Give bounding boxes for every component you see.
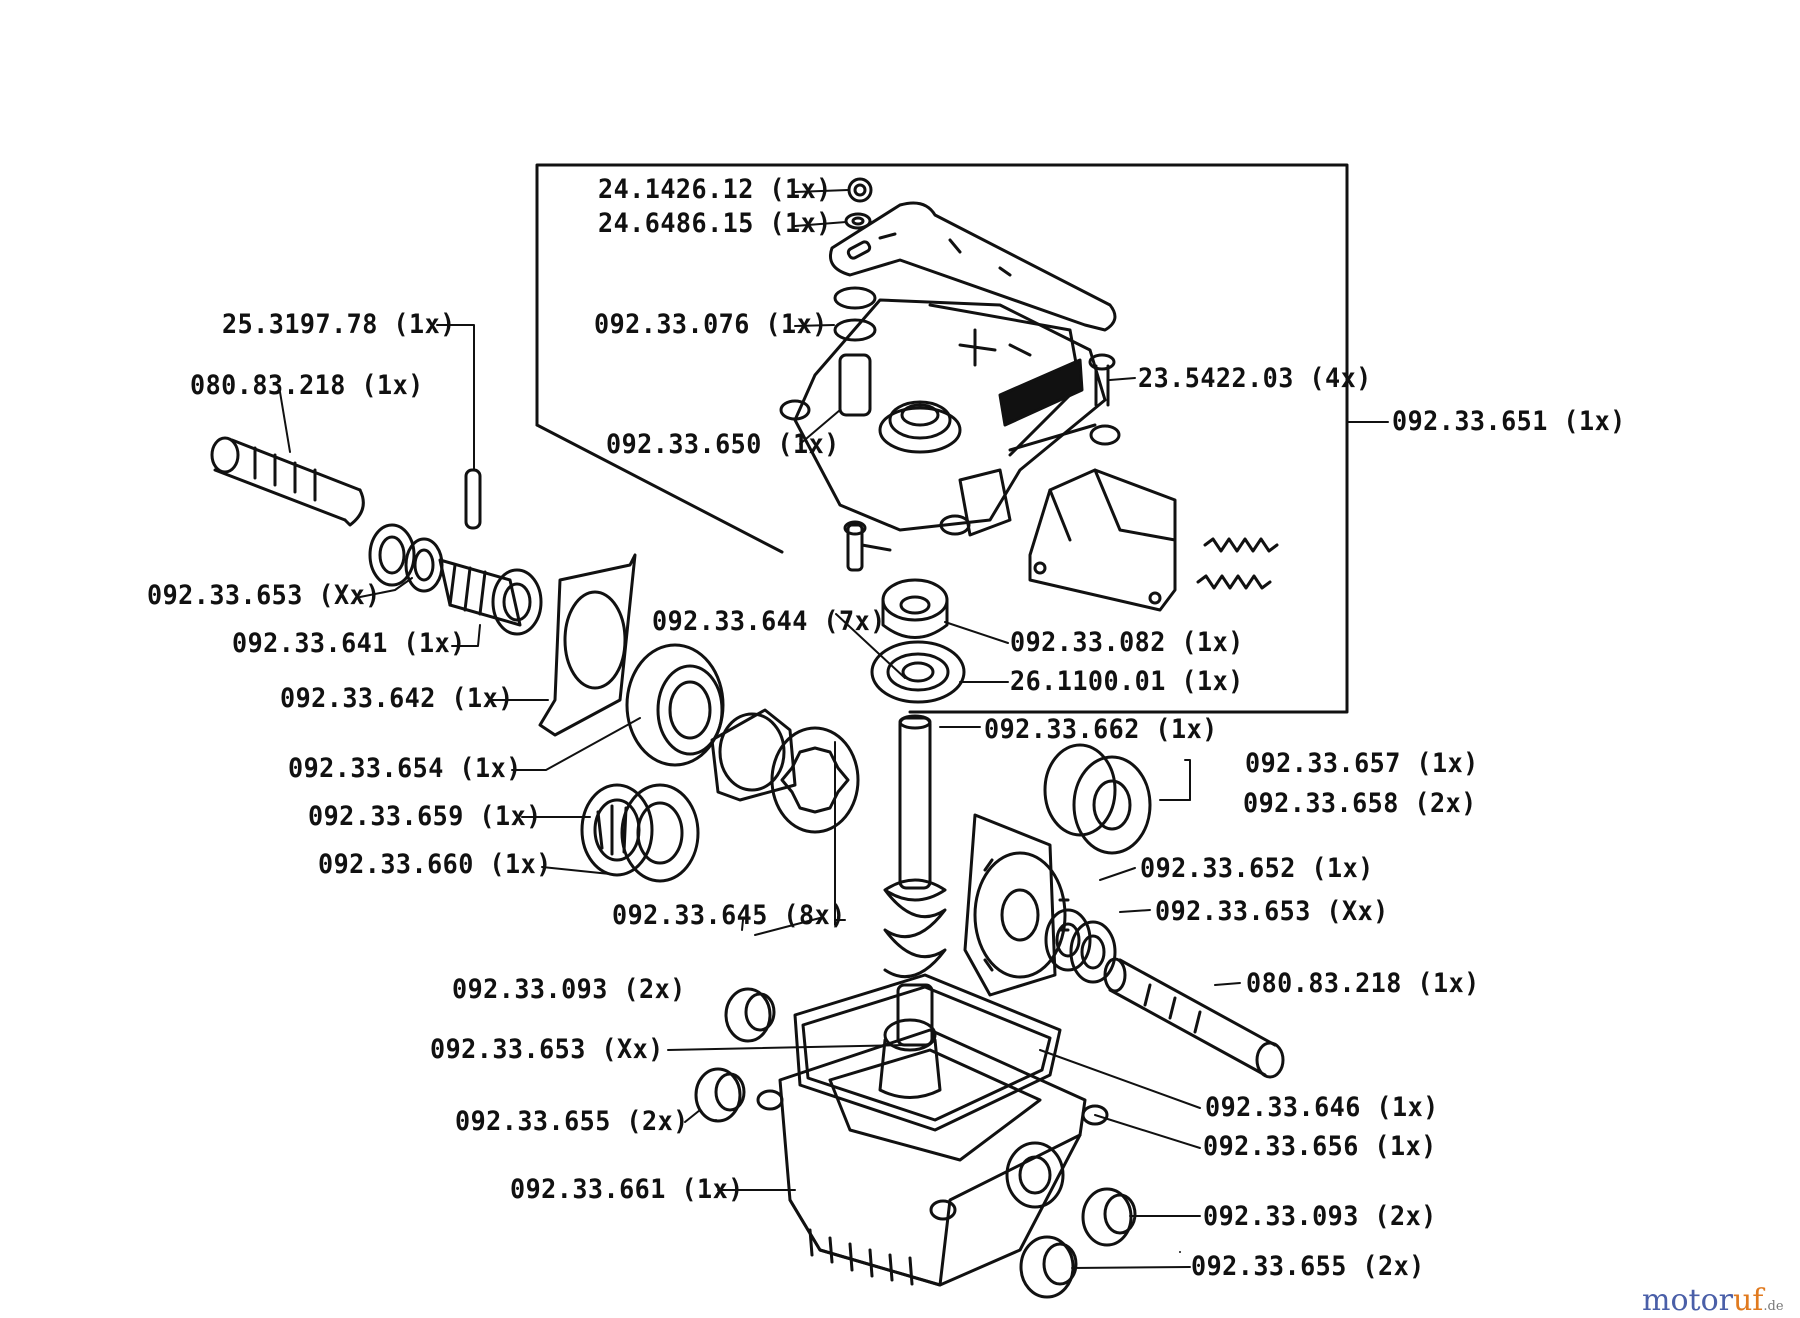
subassembly-frame bbox=[535, 163, 1389, 714]
gasket-part bbox=[538, 553, 637, 737]
thrust-washer-part bbox=[710, 708, 797, 802]
part-label: 092.33.642 (1x) bbox=[280, 683, 514, 714]
nut-part bbox=[847, 177, 873, 203]
shim-rings-right-part bbox=[1044, 908, 1117, 984]
part-label: 092.33.646 (1x) bbox=[1205, 1092, 1439, 1123]
spline-coupling-part bbox=[438, 558, 543, 636]
needle-roller-bushings bbox=[694, 987, 1137, 1299]
part-label: 092.33.655 (2x) bbox=[455, 1106, 689, 1137]
part-label: 092.33.662 (1x) bbox=[984, 714, 1218, 745]
part-label: 25.3197.78 (1x) bbox=[222, 309, 456, 340]
part-label: 092.33.661 (1x) bbox=[510, 1174, 744, 1205]
part-label: 092.33.657 (1x) bbox=[1245, 748, 1479, 779]
part-label: 092.33.652 (1x) bbox=[1140, 853, 1374, 884]
part-label: 092.33.076 (1x) bbox=[594, 309, 828, 340]
washer-part bbox=[844, 212, 872, 230]
part-label: 092.33.653 (Xx) bbox=[147, 580, 381, 611]
part-label: 092.33.645 (8x) bbox=[612, 900, 846, 931]
roller-bearing-left-part bbox=[580, 783, 654, 877]
part-label: 092.33.654 (1x) bbox=[288, 753, 522, 784]
part-label: 092.33.660 (1x) bbox=[318, 849, 552, 880]
part-label: 092.33.093 (2x) bbox=[1203, 1201, 1437, 1232]
splined-washer-part bbox=[770, 726, 860, 834]
ball-bearing-part bbox=[870, 640, 966, 704]
worm-shaft-part bbox=[883, 714, 947, 1047]
worm-gear-part bbox=[963, 813, 1070, 997]
watermark-logo: motoruf.de bbox=[1642, 1283, 1784, 1318]
part-label: 26.1100.01 (1x) bbox=[1010, 666, 1244, 697]
part-label: 24.6486.15 (1x) bbox=[598, 208, 832, 239]
part-label: 092.33.655 (2x) bbox=[1191, 1251, 1425, 1282]
o-ring-part bbox=[833, 286, 877, 342]
part-label: 092.33.650 (1x) bbox=[606, 429, 840, 460]
part-label: 092.33.082 (1x) bbox=[1010, 627, 1244, 658]
part-label: 24.1426.12 (1x) bbox=[598, 174, 832, 205]
part-label: 23.5422.03 (4x) bbox=[1138, 363, 1372, 394]
output-shaft-part bbox=[1103, 957, 1285, 1079]
part-label: 092.33.658 (2x) bbox=[1243, 788, 1477, 819]
part-label: 092.33.651 (1x) bbox=[1392, 406, 1626, 437]
part-label: 080.83.218 (1x) bbox=[1246, 968, 1480, 999]
watermark-text: motoruf bbox=[1642, 1283, 1764, 1318]
needle-bearing-part bbox=[625, 643, 725, 767]
part-label: 092.33.644 (7x) bbox=[652, 606, 886, 637]
part-label: 092.33.659 (1x) bbox=[308, 801, 542, 832]
screw-part bbox=[1088, 353, 1116, 407]
seal-ring-part bbox=[620, 783, 700, 883]
housing-gasket-part bbox=[793, 973, 1062, 1132]
gear-small-part bbox=[881, 578, 949, 639]
gear-cluster-part bbox=[1043, 743, 1152, 855]
watermark-domain: .de bbox=[1763, 1299, 1784, 1314]
lever-arm-part bbox=[829, 201, 1117, 332]
pin-part bbox=[843, 520, 892, 572]
part-label: 080.83.218 (1x) bbox=[190, 370, 424, 401]
shim-rings-part bbox=[368, 523, 444, 593]
shift-fork-plate-part bbox=[1028, 468, 1177, 612]
roll-pin-part bbox=[464, 468, 482, 530]
part-label: 092.33.653 (Xx) bbox=[1155, 896, 1389, 927]
leader-lines bbox=[279, 189, 1241, 1269]
part-label: 092.33.093 (2x) bbox=[452, 974, 686, 1005]
gear-housing-part bbox=[756, 1018, 1109, 1287]
input-shaft-part bbox=[210, 436, 365, 527]
spring-part bbox=[1196, 537, 1279, 590]
part-label: 092.33.656 (1x) bbox=[1203, 1131, 1437, 1162]
part-label: 092.33.641 (1x) bbox=[232, 628, 466, 659]
part-label: 092.33.653 (Xx) bbox=[430, 1034, 664, 1065]
cover-housing-part bbox=[779, 298, 1121, 537]
